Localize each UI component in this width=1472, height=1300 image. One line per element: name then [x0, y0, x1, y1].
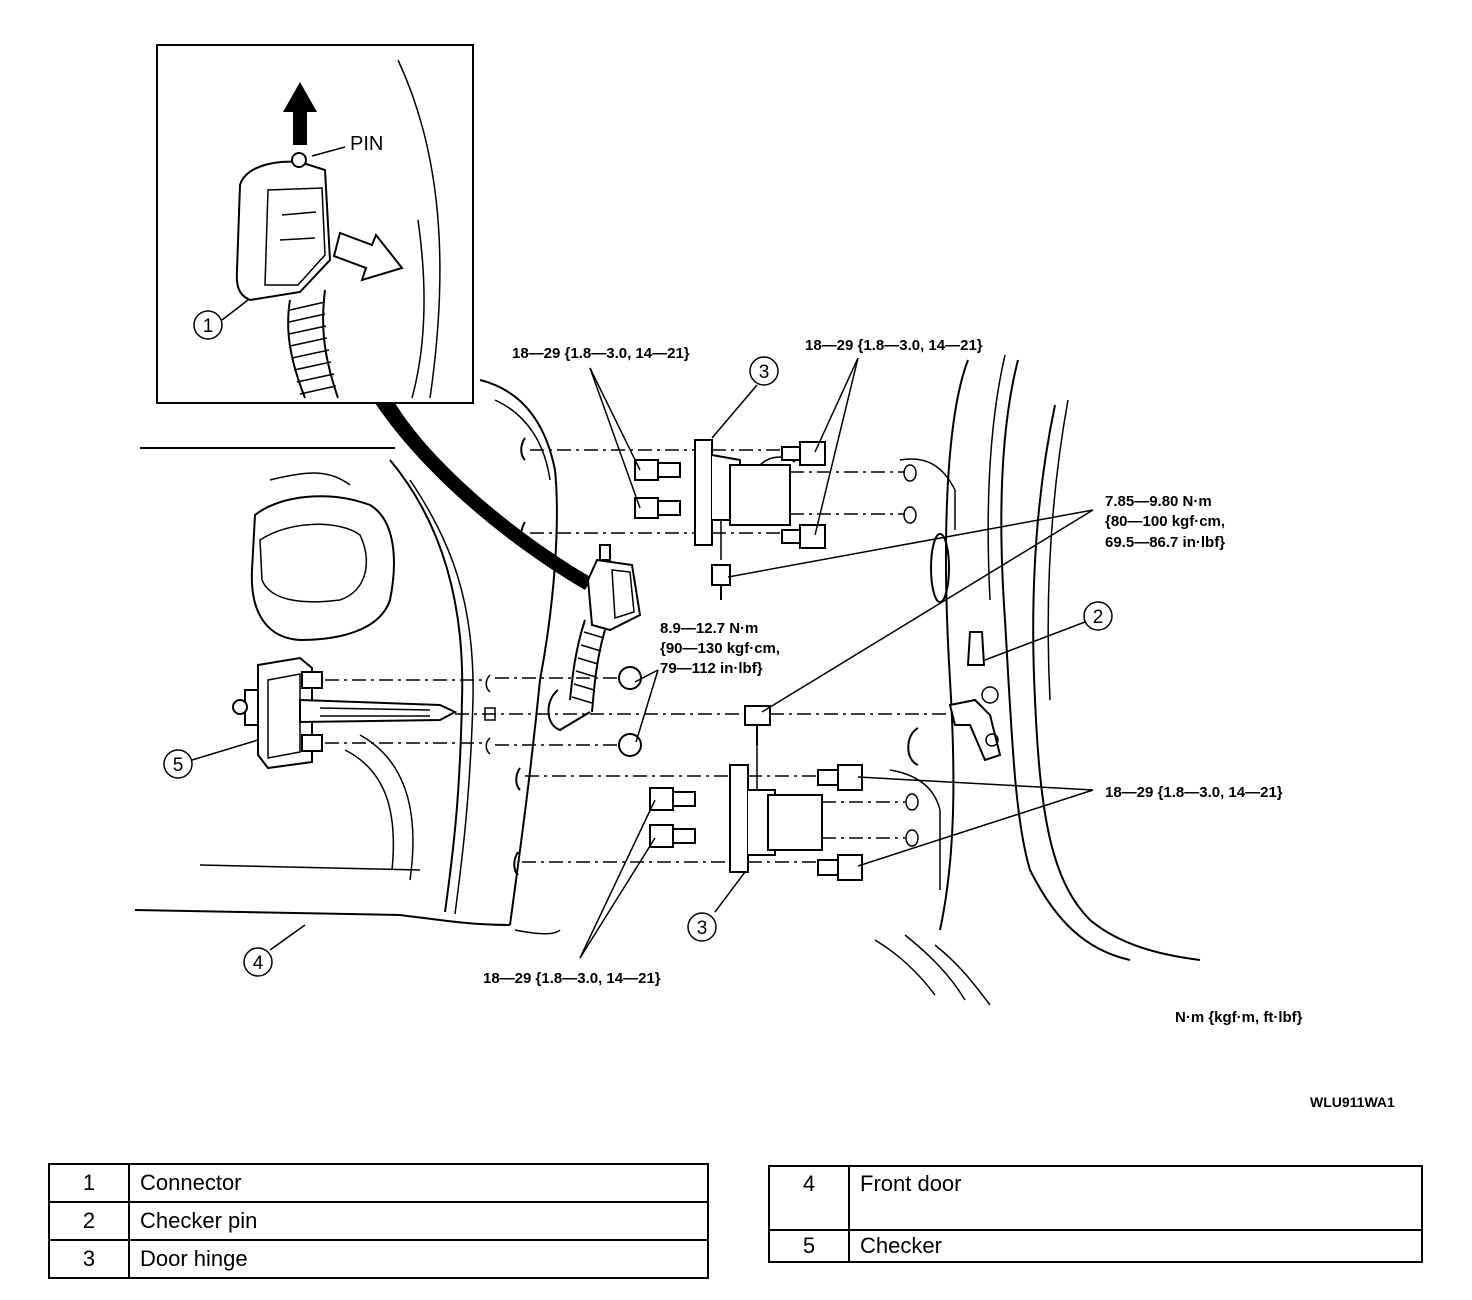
upper-hinge-bolts-left: [634, 459, 681, 519]
legend-row: 3 Door hinge: [48, 1239, 709, 1279]
callout-3-lower: 3: [687, 912, 717, 942]
legend-num: 3: [48, 1239, 130, 1279]
inset-pointer: [375, 403, 592, 590]
leader-lines: [191, 357, 1094, 959]
torque-checker-nut-line3: 79—112 in·lbf}: [660, 660, 763, 677]
legend-name: Checker pin: [128, 1201, 709, 1241]
legend-num: 2: [48, 1201, 130, 1241]
torque-checker-nut-line1: 8.9—12.7 N·m: [660, 620, 758, 637]
callout-3-upper: 3: [749, 356, 779, 386]
torque-checker-pin-bolt-line3: 69.5—86.7 in·lbf}: [1105, 534, 1225, 551]
upper-hinge-bolts-right: [781, 441, 826, 549]
door-hinge-diagram: 1 2 3 3 4 5 PIN 18—29 {1.8—3.0, 14—21} 1…: [134, 44, 1395, 1110]
upper-door-hinge: [520, 437, 917, 600]
torque-checker-pin-bolt-line2: {80—100 kgf·cm,: [1105, 513, 1225, 530]
corrugated-tube: [287, 289, 339, 399]
pull-up-arrow-icon: [283, 82, 317, 145]
connector-on-door: [547, 544, 642, 732]
legend-name: Front door: [848, 1165, 1423, 1231]
connector-body: [235, 160, 332, 302]
body-pillar-outline: [874, 354, 1201, 1006]
legend-table-left: 1 Connector 2 Checker pin 3 Door hinge: [48, 1163, 709, 1279]
pin-label: PIN: [350, 133, 383, 155]
legend-num: 1: [48, 1163, 130, 1203]
connector-inset: [156, 44, 474, 404]
legend-name: Connector: [128, 1163, 709, 1203]
svg-text:2: 2: [1093, 607, 1104, 628]
checker-pin-bolt-upper: [711, 564, 731, 586]
checker-pin-bolt: [744, 705, 950, 745]
front-door-outline: [134, 379, 561, 935]
legend-num: 5: [768, 1229, 850, 1263]
torque-checker-nut-line2: {90—130 kgf·cm,: [660, 640, 780, 657]
units-note: N·m {kgf·m, ft·lbf}: [1175, 1009, 1303, 1026]
legend-row: 4 Front door: [768, 1165, 1423, 1231]
legend-table-right: 4 Front door 5 Checker: [768, 1165, 1423, 1263]
callout-1: 1: [193, 310, 223, 340]
legend-name: Door hinge: [128, 1239, 709, 1279]
svg-text:3: 3: [759, 362, 770, 383]
pull-out-arrow-icon: [332, 231, 404, 282]
torque-hinge-upper-left: 18—29 {1.8—3.0, 14—21}: [512, 345, 690, 362]
checker-nut-upper: [618, 666, 642, 690]
torque-hinge-lower-right: 18—29 {1.8—3.0, 14—21}: [1105, 784, 1283, 801]
figure-code: WLU911WA1: [1310, 1094, 1395, 1110]
svg-text:4: 4: [253, 953, 264, 974]
svg-text:3: 3: [697, 918, 708, 939]
callout-5: 5: [163, 749, 193, 779]
legend-num: 4: [768, 1165, 850, 1231]
legend-name: Checker: [848, 1229, 1423, 1263]
svg-text:1: 1: [203, 316, 214, 337]
torque-hinge-lower-left: 18—29 {1.8—3.0, 14—21}: [483, 970, 661, 987]
torque-hinge-upper-right: 18—29 {1.8—3.0, 14—21}: [805, 337, 983, 354]
pin-head: [291, 152, 307, 168]
legend-row: 5 Checker: [768, 1229, 1423, 1263]
checker-pin: [948, 631, 1002, 762]
callout-4: 4: [243, 947, 273, 977]
lower-hinge-bolts-right: [817, 764, 863, 881]
legend-row: 1 Connector: [48, 1163, 709, 1203]
torque-checker-pin-bolt-line1: 7.85—9.80 N·m: [1105, 493, 1212, 510]
callout-2: 2: [1083, 601, 1113, 631]
lower-door-hinge: [513, 745, 919, 881]
checker-nut-lower: [618, 733, 642, 757]
svg-text:5: 5: [173, 755, 184, 776]
legend-row: 2 Checker pin: [48, 1201, 709, 1241]
checker: [232, 656, 745, 770]
lower-hinge-bolts-left: [649, 787, 696, 848]
body-opening: [930, 533, 950, 603]
